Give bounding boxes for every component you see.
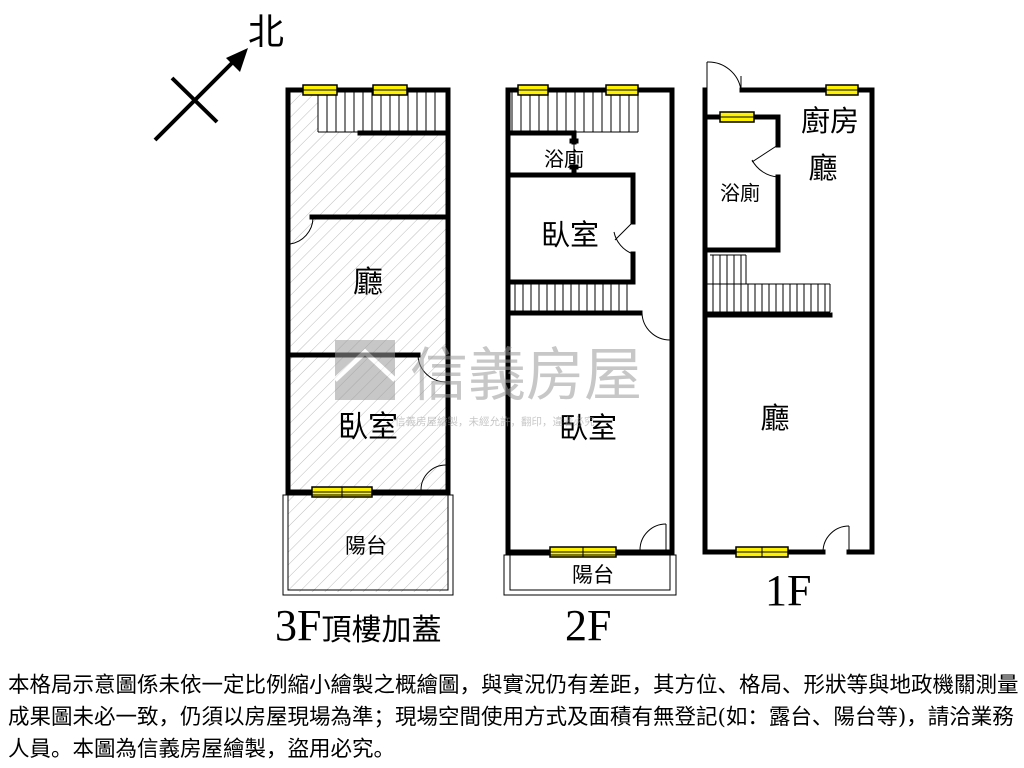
north-arrow-icon	[153, 48, 248, 142]
window-3f-top-left-icon	[302, 84, 338, 96]
door-2f-balcony-icon	[639, 523, 667, 551]
window-1f-bottom-icon	[735, 546, 789, 558]
balcony-railing-3f	[282, 494, 454, 596]
room-3f-bedroom-label: 臥室	[338, 410, 398, 445]
door-1f-top-icon	[706, 61, 742, 91]
window-2f-top-left-icon	[517, 84, 549, 96]
disclaimer-text: 本格局示意圖係未依一定比例縮小繪製之概繪圖，與實況仍有差距，其方位、格局、形狀等…	[8, 673, 1019, 762]
watermark-logo-icon	[333, 340, 397, 400]
room-1f-kitchen-label: 廚房	[801, 104, 859, 138]
room-1f-hall-upper-label: 廳	[808, 151, 837, 185]
door-2f-bedroom-lower-icon	[641, 312, 671, 341]
window-1f-bath-icon	[719, 111, 755, 123]
door-2f-bedroom-upper-icon	[613, 221, 634, 255]
stairs-1f-icon	[707, 254, 831, 313]
window-3f-balcony-icon	[311, 486, 373, 498]
room-2f-balcony-label: 陽台	[572, 563, 614, 587]
floor-3f-label: 3F頂樓加蓋	[275, 601, 441, 650]
floor-3f-plan: 廳 臥室 陽台 3F頂樓加蓋	[275, 84, 454, 650]
floor-3f-number: 3F	[275, 601, 321, 650]
floor-2f-label: 2F	[565, 601, 611, 650]
door-1f-bath-icon	[751, 144, 779, 178]
watermark-brand: 信義房屋	[410, 341, 642, 409]
compass: 北	[153, 12, 284, 142]
floor-1f-label: 1F	[765, 566, 811, 615]
door-1f-entrance-icon	[822, 525, 850, 553]
window-3f-top-right-icon	[372, 84, 408, 96]
room-2f-bedroom-lower-label: 臥室	[559, 411, 617, 445]
door-3f-balcony-icon	[420, 464, 447, 491]
room-3f-balcony-label: 陽台	[345, 534, 387, 558]
door-2f-bath-icon	[569, 138, 579, 170]
room-1f-hall-lower-label: 廳	[760, 401, 789, 435]
stairs-2f-mid-icon	[512, 283, 635, 313]
north-label: 北	[248, 12, 284, 53]
window-1f-top-icon	[825, 84, 859, 96]
balcony-railing-2f	[503, 554, 677, 596]
floor-3f-suffix: 頂樓加蓋	[321, 614, 441, 647]
floor-1f-plan: 廚房 廳 浴廁 廳 1F	[702, 61, 875, 615]
room-2f-bath-label: 浴廁	[544, 147, 584, 171]
watermark-notice: 信義房屋繪製，未經允許，翻印，違者必究	[395, 415, 595, 428]
watermark: 信義房屋 信義房屋繪製，未經允許，翻印，違者必究	[333, 340, 642, 428]
room-1f-bath-label: 浴廁	[720, 181, 760, 205]
door-3f-bedroom-icon	[417, 354, 447, 383]
room-3f-living-label: 廳	[353, 265, 383, 300]
room-2f-bedroom-upper-label: 臥室	[541, 218, 599, 252]
stairs-2f-top-icon	[511, 92, 639, 133]
floor-plan-diagram: 北	[153, 12, 875, 650]
window-2f-top-right-icon	[605, 84, 639, 96]
floor-2f-plan: 浴廁 臥室 臥室 陽台 2F	[503, 84, 677, 650]
stairs-3f-icon	[317, 92, 446, 133]
door-3f-living-icon	[289, 217, 314, 245]
